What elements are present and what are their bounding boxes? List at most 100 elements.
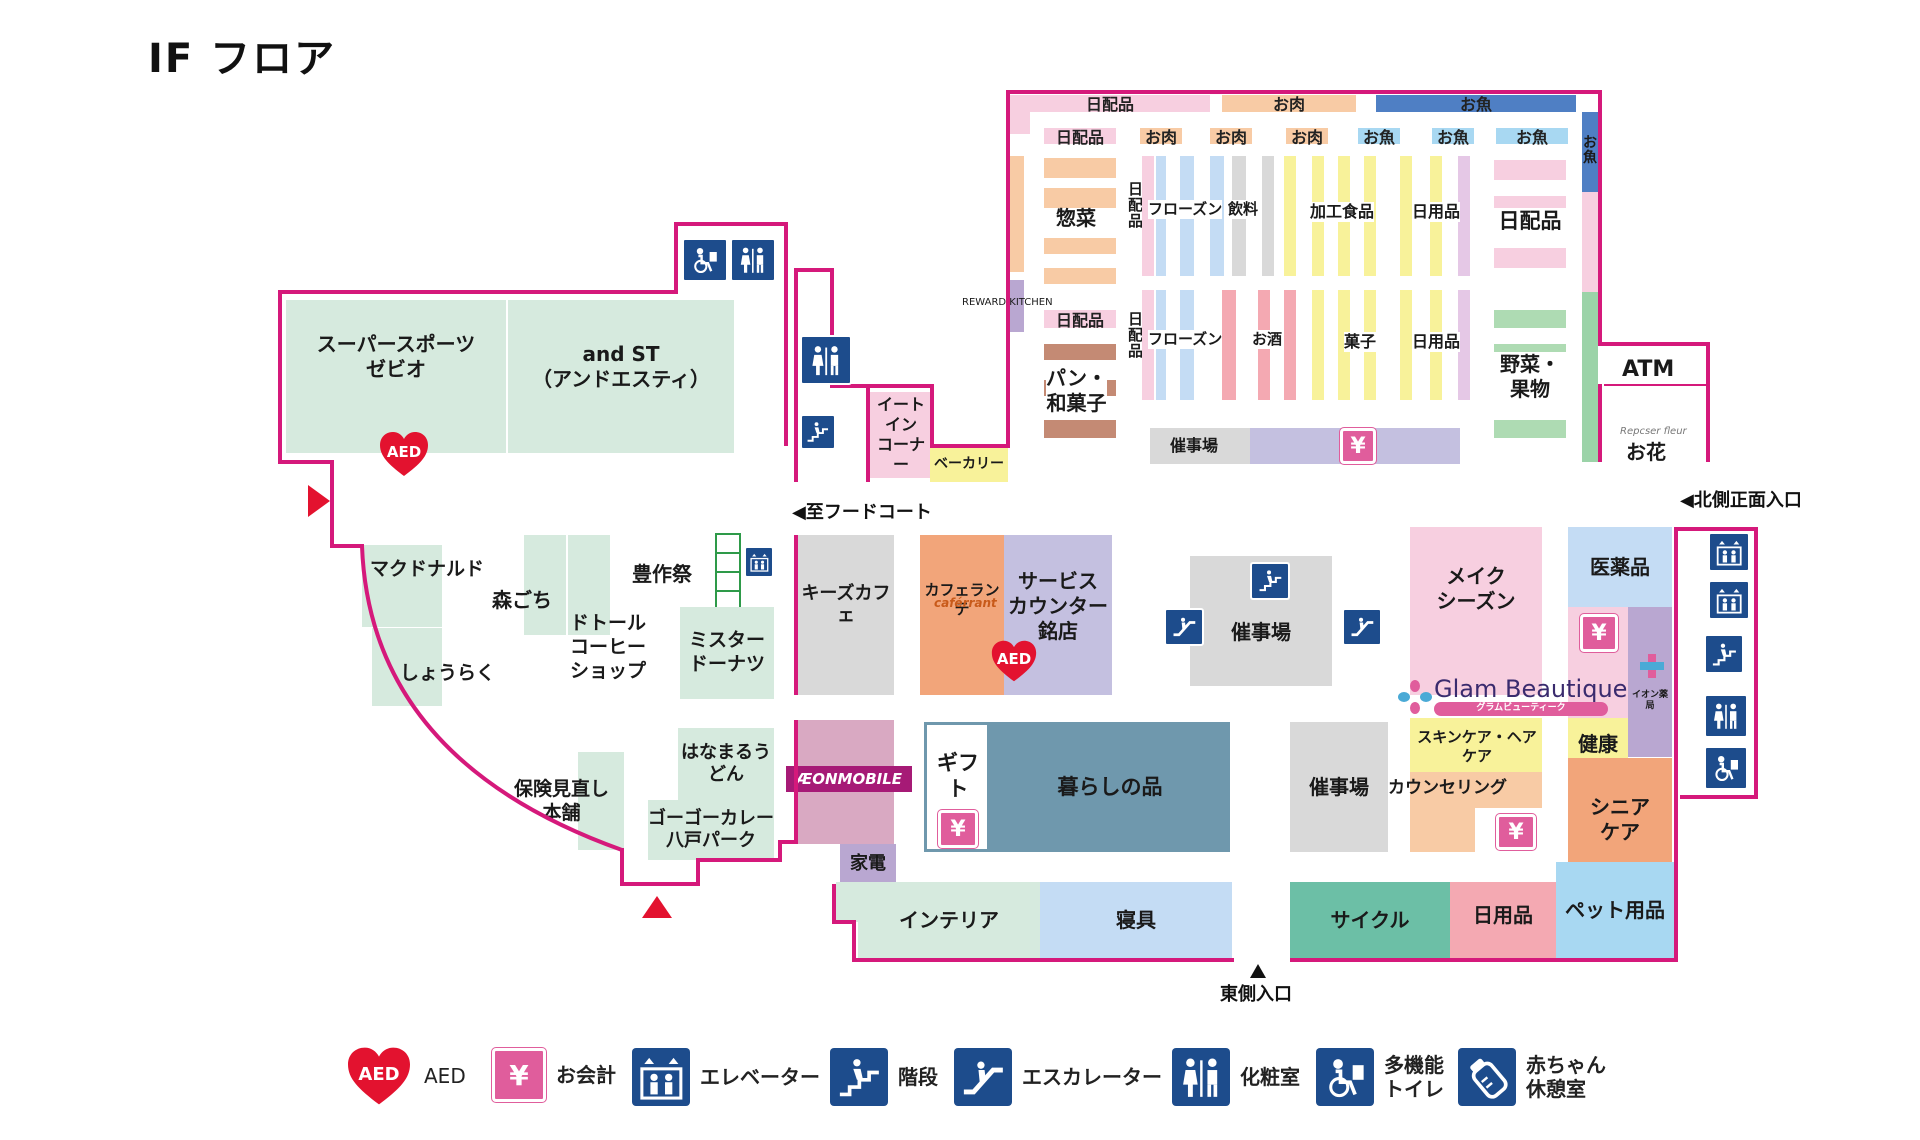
- label-counseling[interactable]: カウンセリング: [1388, 778, 1507, 798]
- label-skincare[interactable]: スキンケア・ヘアケア: [1417, 728, 1537, 765]
- label-aeon-drug[interactable]: イオン薬局: [1631, 690, 1668, 712]
- shelf-drinks-2: [1262, 156, 1274, 276]
- strip-r2-meat3-label: お肉: [1290, 128, 1323, 147]
- checkout-icon-gift[interactable]: ¥: [937, 809, 979, 849]
- legend-multi-toilet: 多機能 トイレ: [1316, 1048, 1444, 1106]
- pan-bar-3: [1044, 420, 1116, 438]
- label-shouraku[interactable]: しょうらく: [400, 662, 496, 684]
- room-pet[interactable]: ペット用品: [1556, 862, 1674, 958]
- restroom-icon-2[interactable]: [800, 335, 852, 385]
- multi-toilet-icon-east[interactable]: [1704, 746, 1748, 790]
- wall-west-left: [278, 290, 282, 462]
- room-pharmacy[interactable]: 医薬品: [1568, 527, 1672, 607]
- logo-glam-beautique[interactable]: Glam Beautique: [1434, 675, 1628, 703]
- legend-aed-label: AED: [424, 1064, 466, 1088]
- room-event-east[interactable]: 催事場: [1290, 722, 1388, 852]
- wall-atm-top: [1598, 342, 1710, 346]
- legend-escalator: エスカレーター: [954, 1048, 1162, 1106]
- label-gift[interactable]: ギフト: [937, 751, 979, 802]
- label-daily-goods-top: 日用品: [1412, 202, 1461, 222]
- stairs-icon[interactable]: [800, 414, 836, 450]
- wall-curve-step4: [778, 840, 798, 844]
- legend-checkout-icon: ¥: [491, 1047, 547, 1103]
- label-daily-right[interactable]: 日配品: [1494, 208, 1566, 235]
- label-atm[interactable]: ATM: [1622, 357, 1675, 382]
- label-daily-vert-top: 日 配 品: [1128, 180, 1144, 230]
- label-housakusai[interactable]: 豊作祭: [632, 562, 692, 586]
- elevator-icon-east-1[interactable]: [1708, 532, 1750, 572]
- strip-r2-fish3: [1496, 128, 1568, 144]
- shelf-b-12: [1458, 290, 1470, 400]
- entrance-food-court[interactable]: ◀至フードコート: [792, 502, 932, 523]
- legend-stairs-icon: [830, 1048, 888, 1106]
- block-aeon-drug: [1628, 607, 1672, 757]
- room-bakery[interactable]: ベーカリー: [930, 448, 1008, 482]
- stairs-icon-east[interactable]: [1704, 634, 1744, 674]
- room-appliance[interactable]: 家電: [840, 844, 896, 884]
- aed-label-west: AED: [386, 443, 422, 461]
- room-and-st[interactable]: and ST （アンドエスティ）: [508, 300, 734, 453]
- wall-west-step2: [330, 460, 334, 546]
- strip-r2-fish3-label: お魚: [1515, 128, 1548, 147]
- room-mister-donut[interactable]: ミスター ドーナツ: [680, 607, 774, 699]
- aed-icon-west[interactable]: AED: [378, 430, 430, 478]
- restroom-icon-east[interactable]: [1704, 694, 1748, 738]
- label-mcdonalds[interactable]: マクドナルド: [370, 558, 485, 580]
- label-vegetables[interactable]: 野菜・ 果物: [1494, 352, 1566, 402]
- escalator-icon-2[interactable]: [1342, 608, 1382, 646]
- room-cafe-lante[interactable]: カフェランテ: [920, 535, 1004, 695]
- strip-r2-daily-label: 日配品: [1055, 128, 1104, 147]
- room-gogo-curry[interactable]: ゴーゴーカレー 八戸パーク: [648, 800, 774, 860]
- stairs-icon-2[interactable]: [1250, 562, 1290, 600]
- room-hanamaru[interactable]: はなまるうどん: [678, 728, 774, 800]
- room-eat-in[interactable]: イート イン コーナー: [870, 392, 932, 478]
- label-flower-brand: Repcser fleur: [1620, 426, 1687, 437]
- floor-map: スーパースポーツ ゼビオ and ST （アンドエスティ） マクドナルド しょう…: [278, 90, 1802, 1005]
- restroom-icon[interactable]: [730, 238, 776, 282]
- label-fish-vertical: お 魚: [1583, 135, 1597, 167]
- strip-r2-fish2-label: お魚: [1436, 128, 1469, 147]
- wall-curve-bottom: [620, 882, 700, 886]
- wall-curve-step2: [696, 858, 782, 862]
- wall-east-inner: [1674, 527, 1678, 962]
- legend-aed-badge: AED: [358, 1063, 400, 1085]
- elevator-icon[interactable]: [744, 546, 774, 578]
- elevator-icon-east-2[interactable]: [1708, 580, 1750, 620]
- page-title: IF フロア: [148, 36, 337, 82]
- checkout-icon-food[interactable]: ¥: [1339, 427, 1377, 465]
- label-souzai[interactable]: 惣菜: [1056, 206, 1096, 230]
- legend-multi-toilet-icon: [1316, 1048, 1374, 1106]
- wall-east-bottom: [1680, 795, 1758, 799]
- room-cycle[interactable]: サイクル: [1290, 882, 1450, 958]
- room-super-sports[interactable]: スーパースポーツ ゼビオ: [286, 300, 506, 453]
- room-make-season[interactable]: メイク シーズン: [1410, 527, 1542, 695]
- room-daily-south[interactable]: 日用品: [1450, 882, 1556, 958]
- checkout-icon-counseling[interactable]: ¥: [1495, 813, 1537, 851]
- label-flowers[interactable]: お花: [1626, 440, 1666, 464]
- entrance-east[interactable]: 東側入口: [1220, 984, 1292, 1005]
- room-interior[interactable]: インテリア: [858, 882, 1040, 958]
- strip-r2-meat2-label: お肉: [1214, 128, 1247, 147]
- room-senior-care[interactable]: シニア ケア: [1568, 758, 1672, 862]
- room-kids-cafe[interactable]: キーズカフェ: [798, 535, 894, 695]
- escalator-icon[interactable]: [1164, 608, 1204, 646]
- checkout-icon-pharmacy[interactable]: ¥: [1579, 613, 1619, 653]
- room-living[interactable]: 暮らしの品: [990, 722, 1230, 852]
- label-aeon-mobile[interactable]: ÆONMOBILE: [786, 766, 912, 792]
- label-pan[interactable]: パン・ 和菓子: [1046, 366, 1107, 416]
- label-hoken[interactable]: 保険見直し 本舗: [514, 778, 610, 824]
- strip-r2-meat1: [1140, 128, 1182, 144]
- top-strip-meat-label: お肉: [1272, 95, 1305, 114]
- strip-r2-fish1-label: お魚: [1362, 128, 1395, 147]
- room-bedding[interactable]: 寝具: [1040, 882, 1232, 958]
- aed-icon-service[interactable]: AED: [990, 638, 1038, 684]
- strip-r2-meat3: [1286, 128, 1328, 144]
- label-morigochi[interactable]: 森ごち: [492, 588, 552, 612]
- room-event-center[interactable]: 催事場: [1190, 556, 1332, 686]
- entrance-north[interactable]: ◀北側正面入口: [1680, 490, 1802, 511]
- label-doutor[interactable]: ドトール コーヒー ショップ: [570, 612, 647, 682]
- label-event-food[interactable]: 催事場: [1170, 436, 1219, 455]
- room-hoken[interactable]: [578, 752, 624, 850]
- multi-toilet-icon[interactable]: [682, 238, 728, 282]
- strip-r2-daily: [1044, 128, 1116, 144]
